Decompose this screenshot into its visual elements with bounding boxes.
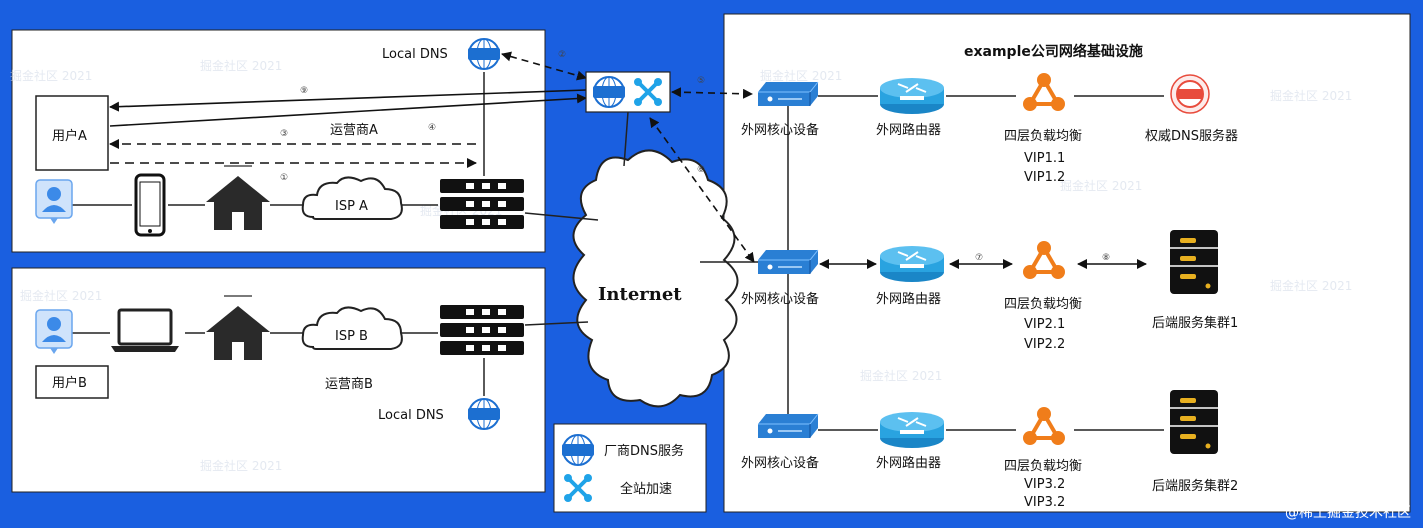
diagram-title: example公司网络基础设施 (964, 43, 1143, 60)
user-b-avatar-icon (35, 309, 73, 355)
core-2-label: 外网核心设备 (741, 291, 819, 307)
local-dns-a-label: Local DNS (382, 47, 448, 62)
isp-a-label: ISP A (335, 199, 368, 214)
watermark: 掘金社区 2021 (200, 58, 282, 73)
legend-dns-label: 厂商DNS服务 (604, 443, 684, 459)
isp-b-server-icon (440, 305, 524, 355)
watermark: 掘金社区 2021 (1270, 88, 1352, 103)
step-4: ④ (428, 123, 436, 133)
core-1-label: 外网核心设备 (741, 122, 819, 138)
backend-cluster-2-label: 后端服务集群2 (1152, 478, 1238, 494)
local-dns-b-icon (467, 398, 501, 430)
user-b-label: 用户B (52, 375, 87, 391)
internet-cloud (572, 149, 739, 408)
carrier-b-label: 运营商B (325, 377, 373, 392)
internet-label: Internet (598, 284, 682, 305)
backend-cluster-2-icon (1169, 389, 1219, 455)
isp-b-label: ISP B (335, 329, 368, 344)
backend-cluster-1-icon (1169, 229, 1219, 295)
flow-arrows (109, 51, 1147, 269)
vip-3-2-label: VIP3.2 (1024, 495, 1065, 510)
lb-1-label: 四层负载均衡 (1004, 129, 1082, 144)
watermark: 掘金社区 2021 (1060, 178, 1142, 193)
router-3-icon (879, 411, 945, 449)
watermark: 掘金社区 2021 (10, 68, 92, 83)
phone-icon (134, 173, 166, 237)
step-7: ⑦ (975, 253, 983, 263)
step-1: ① (280, 173, 288, 183)
watermark: 掘金社区 2021 (1270, 278, 1352, 293)
watermarks: 掘金社区 2021 掘金社区 2021 掘金社区 2021 掘金社区 2021 … (10, 58, 1352, 473)
watermark: 掘金社区 2021 (760, 68, 842, 83)
watermark: 掘金社区 2021 (20, 288, 102, 303)
step-5: ⑤ (697, 76, 705, 86)
user-a-label: 用户A (52, 128, 87, 144)
local-dns-b-label: Local DNS (378, 408, 444, 423)
watermark: 掘金社区 2021 (860, 368, 942, 383)
vendor-dns-icon (592, 76, 626, 108)
router-2-label: 外网路由器 (876, 291, 941, 307)
authoritative-dns-label: 权威DNS服务器 (1145, 128, 1238, 144)
vip-2-1-label: VIP2.1 (1024, 317, 1065, 332)
core-switch-3-icon (757, 413, 819, 439)
router-1-label: 外网路由器 (876, 122, 941, 138)
step-9: ⑨ (300, 86, 308, 96)
vip-3-1-label: VIP3.2 (1024, 477, 1065, 492)
router-3-label: 外网路由器 (876, 455, 941, 471)
vip-1-1-label: VIP1.1 (1024, 151, 1065, 166)
backend-cluster-1-label: 后端服务集群1 (1152, 315, 1238, 331)
core-3-label: 外网核心设备 (741, 455, 819, 471)
user-b-box (35, 365, 109, 399)
core-switch-2-icon (757, 249, 819, 275)
credit-text: @稀土掘金技术社区 (1285, 505, 1411, 521)
user-a-avatar-icon (35, 179, 73, 225)
user-a-box (35, 95, 109, 171)
core-switch-1-icon (757, 81, 819, 107)
watermark: 掘金社区 2021 (200, 458, 282, 473)
step-6: ⑥ (697, 165, 705, 175)
carrier-a-label: 运营商A (330, 123, 378, 138)
isp-a-server-icon (440, 179, 524, 229)
connections (60, 72, 1164, 431)
local-dns-a-icon (467, 38, 501, 70)
router-2-icon (879, 245, 945, 283)
step-8: ⑧ (1102, 253, 1110, 263)
router-1-icon (879, 77, 945, 115)
step-3: ③ (280, 129, 288, 139)
authoritative-dns-icon (1170, 74, 1210, 114)
legend-acceleration-label: 全站加速 (620, 481, 672, 497)
legend-dns-icon (561, 434, 595, 466)
vip-2-2-label: VIP2.2 (1024, 337, 1065, 352)
lb-2-label: 四层负载均衡 (1004, 297, 1082, 312)
lb-3-label: 四层负载均衡 (1004, 459, 1082, 474)
step-2: ② (558, 50, 566, 60)
vip-1-2-label: VIP1.2 (1024, 170, 1065, 185)
step-markers: ⑨ ③ ④ ① ② ⑤ ⑥ ⑦ ⑧ (280, 50, 1110, 263)
